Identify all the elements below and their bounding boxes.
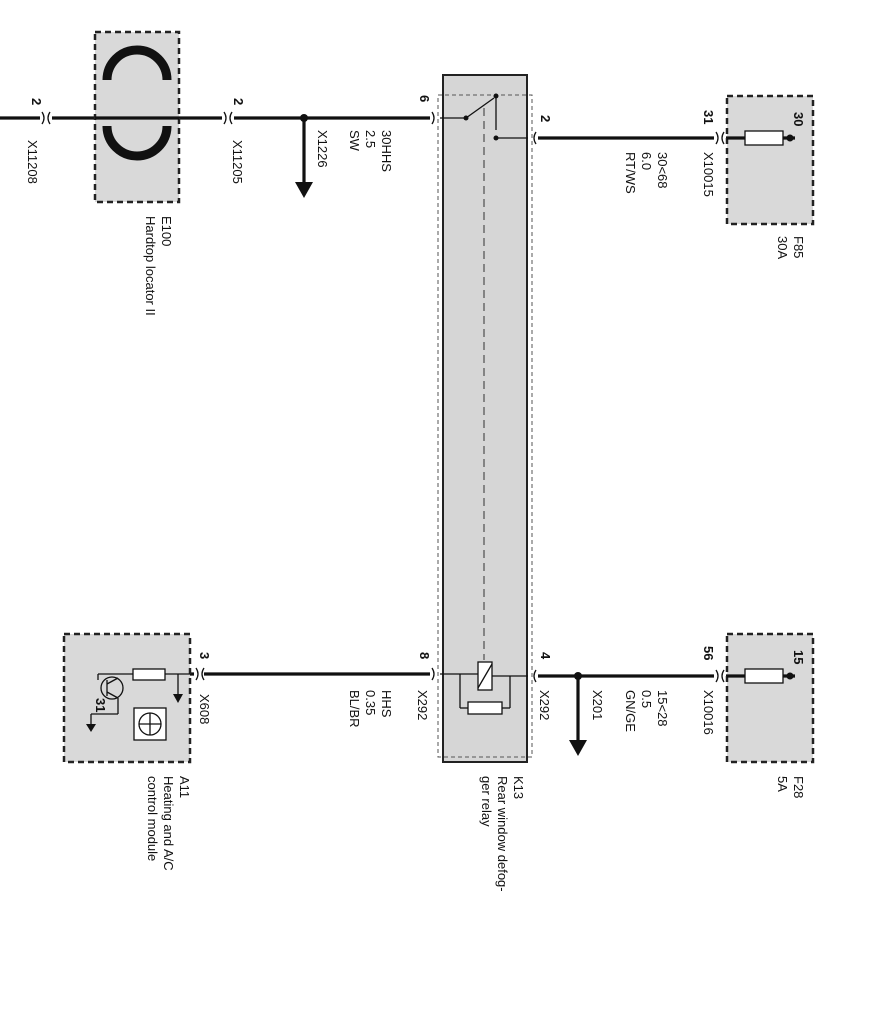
f28-id: F28 bbox=[791, 776, 806, 798]
f28-pin-out: 15 bbox=[791, 650, 806, 664]
f28-rating: 5A bbox=[775, 776, 790, 792]
label-x11205: X11205 bbox=[230, 140, 245, 184]
connector-mark-x11208 bbox=[40, 111, 52, 125]
connector-mark-x292-bottom-right bbox=[528, 669, 538, 683]
pin-x608: 3 bbox=[197, 652, 212, 659]
label-x608: X608 bbox=[197, 694, 212, 724]
wire-bottom-right-size: 0.5 bbox=[639, 690, 654, 708]
wire-bottom-right-signal: 15<28 bbox=[655, 690, 670, 727]
f85-id: F85 bbox=[791, 236, 806, 258]
a11-name-line1: Heating and A/C bbox=[161, 776, 176, 871]
f28-pin-in: 56 bbox=[701, 646, 716, 660]
f85-pin-out: 30 bbox=[791, 112, 806, 126]
k13-name-line1: Rear window defog- bbox=[495, 776, 510, 892]
pin-x292-right: 4 bbox=[538, 652, 553, 660]
a11-ground-label: 31 bbox=[93, 698, 108, 712]
label-x201: X201 bbox=[590, 690, 605, 720]
wire-bottom-left-color: BL/BR bbox=[347, 690, 362, 728]
label-x1226: X1226 bbox=[315, 130, 330, 168]
label-x292-right: X292 bbox=[537, 690, 552, 720]
fuse-f28[interactable] bbox=[725, 632, 815, 764]
connector-mark-x11205 bbox=[222, 111, 234, 125]
wire-bottom-left-size: 0.35 bbox=[363, 690, 378, 715]
pin-x11208: 2 bbox=[29, 98, 44, 105]
connector-mark-x292-bottom-left bbox=[430, 667, 440, 681]
relay-k13[interactable] bbox=[437, 74, 533, 763]
f85-rating: 30A bbox=[775, 236, 790, 259]
f85-pin-in: 31 bbox=[701, 110, 716, 124]
connector-mark-x10016 bbox=[714, 669, 726, 683]
a11-name-line2: control module bbox=[145, 776, 160, 861]
k13-name-line2: ger relay bbox=[479, 776, 494, 827]
wire-top-right-size: 6.0 bbox=[639, 152, 654, 170]
wire-top-right-signal: 30<68 bbox=[655, 152, 670, 189]
pin-x292-left: 8 bbox=[417, 652, 432, 659]
connector-mark-x292-top-right bbox=[528, 131, 538, 145]
e100-name: Hardtop locator II bbox=[143, 216, 158, 316]
label-x10016: X10016 bbox=[701, 690, 716, 735]
connector-mark-x10015 bbox=[714, 131, 726, 145]
k13-id: K13 bbox=[511, 776, 526, 799]
label-x11208: X11208 bbox=[25, 140, 40, 184]
fuse-f85[interactable] bbox=[725, 94, 815, 226]
wire-top-left-color: SW bbox=[347, 130, 362, 152]
splice-x1226 bbox=[295, 114, 313, 198]
pin-x11205: 2 bbox=[231, 98, 246, 105]
relay-pin-2: 2 bbox=[538, 115, 553, 122]
splice-x201 bbox=[569, 672, 587, 756]
wire-top-left-size: 2.5 bbox=[363, 130, 378, 148]
wire-bottom-right-color: GN/GE bbox=[623, 690, 638, 732]
component-e100[interactable] bbox=[93, 30, 181, 204]
relay-pin-6: 6 bbox=[417, 95, 432, 102]
e100-id: E100 bbox=[159, 216, 174, 246]
wire-top-left-signal: 30HHS bbox=[379, 130, 394, 172]
a11-id: A11 bbox=[177, 776, 192, 798]
wire-top-right-color: RT/WS bbox=[623, 152, 638, 194]
label-x10015: X10015 bbox=[701, 152, 716, 197]
module-a11[interactable] bbox=[62, 632, 192, 764]
label-x292-left: X292 bbox=[415, 690, 430, 720]
wire-bottom-left-signal: HHS bbox=[379, 690, 394, 718]
connector-mark-x292-top-left bbox=[430, 111, 440, 125]
connector-mark-x608 bbox=[194, 667, 205, 681]
